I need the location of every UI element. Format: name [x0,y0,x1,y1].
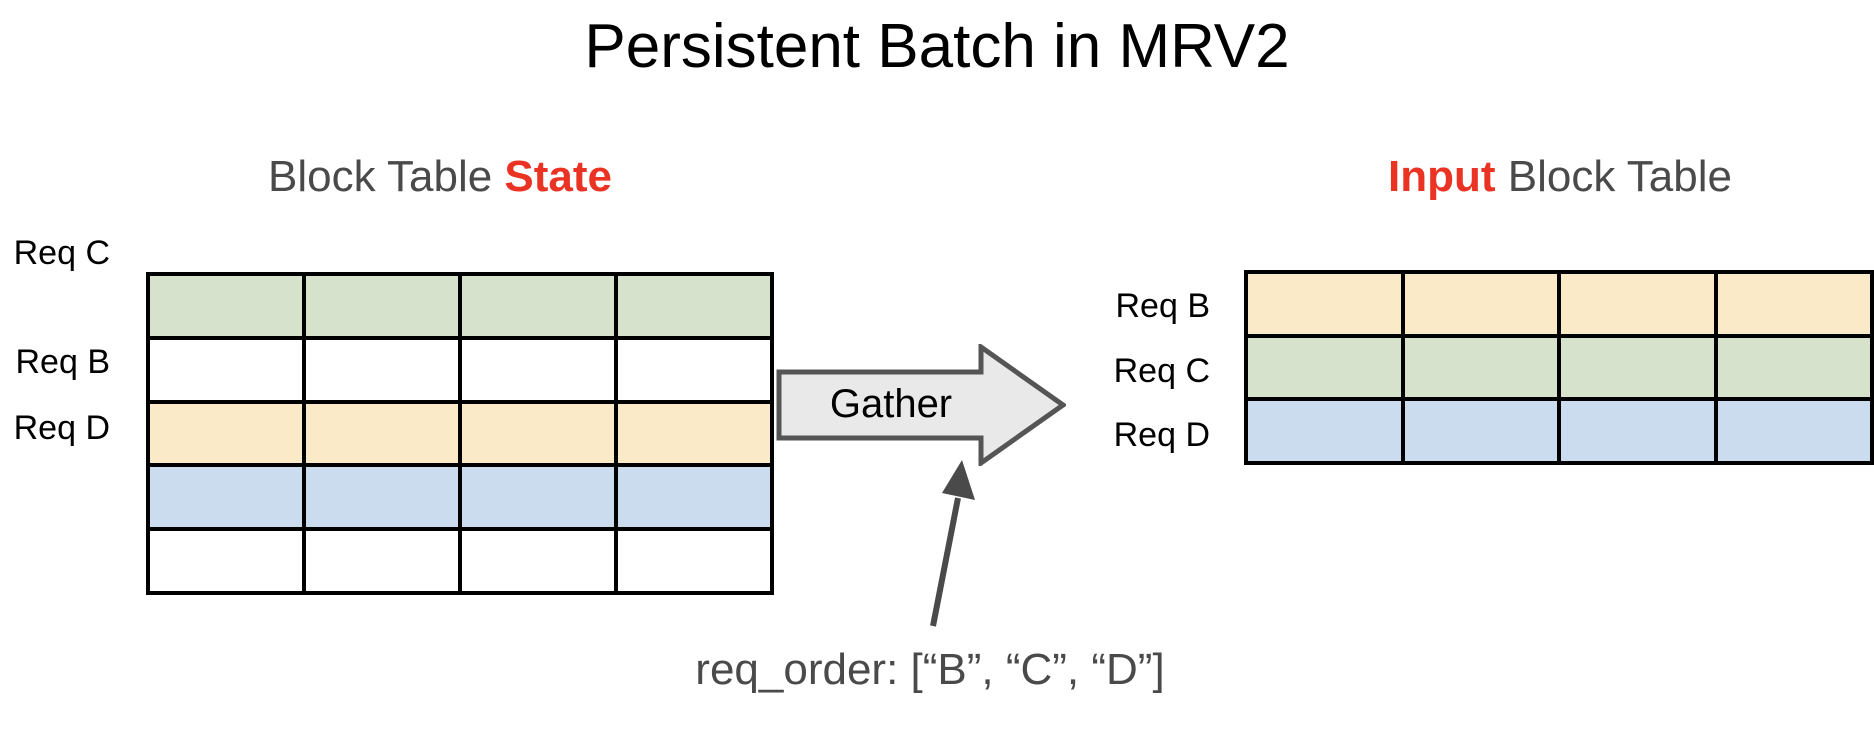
page-title: Persistent Batch in MRV2 [584,12,1290,81]
table-cell [1248,337,1405,398]
table-cell [1405,337,1561,398]
left-row-label-req-c: Req C [13,234,110,272]
table-cell [1561,337,1718,398]
right-row-label-req-c: Req C [1113,352,1210,390]
table-cell [1405,274,1561,334]
table-cell [306,467,462,528]
gather-arrow-icon [776,344,1066,466]
table-cell [1405,401,1561,462]
left-heading-prefix: Block Table [267,152,505,201]
req-order-pointer-arrow-icon [930,460,975,627]
table-row [150,276,770,340]
table-cell [150,467,306,528]
table-cell [306,531,462,591]
table-cell [306,403,462,464]
table-cell [1718,274,1871,334]
left-heading-accent: State [504,152,613,201]
input-block-table [1244,270,1874,465]
gather-label: Gather [829,382,953,426]
table-cell [150,339,306,400]
table-cell [1718,401,1871,461]
table-cell [150,531,306,591]
block-table-state [146,272,774,595]
table-cell [462,339,618,400]
table-cell [1718,338,1871,398]
table-cell [462,403,618,464]
table-cell [306,276,462,336]
table-row [1248,401,1871,462]
right-row-label-req-b: Req B [1115,287,1211,325]
table-row [150,339,770,404]
table-row [150,403,770,468]
table-cell [462,276,618,336]
table-cell [150,276,306,336]
right-row-label-req-d: Req D [1113,416,1210,454]
table-cell [1561,274,1718,334]
table-cell [618,340,770,400]
table-row [150,531,770,591]
right-heading-accent: Input [1388,152,1496,201]
table-row [1248,274,1870,338]
req-order-caption: req_order: [“B”, “C”, “D”] [695,645,1165,694]
table-cell [618,404,770,464]
table-cell [1248,401,1405,462]
table-cell [462,531,618,591]
left-panel-heading: Block Table State [120,155,760,199]
table-cell [618,531,770,591]
table-cell [306,339,462,400]
table-cell [1248,274,1405,334]
right-heading-suffix: Block Table [1495,152,1732,201]
table-cell [618,467,770,527]
table-cell [462,467,618,528]
table-cell [1561,401,1718,462]
table-cell [150,403,306,464]
right-panel-heading: Input Block Table [1240,155,1874,199]
table-cell [618,276,770,336]
table-row [150,467,770,532]
table-row [1248,337,1871,402]
left-row-label-req-b: Req B [15,343,111,381]
left-row-label-req-d: Req D [13,409,110,447]
